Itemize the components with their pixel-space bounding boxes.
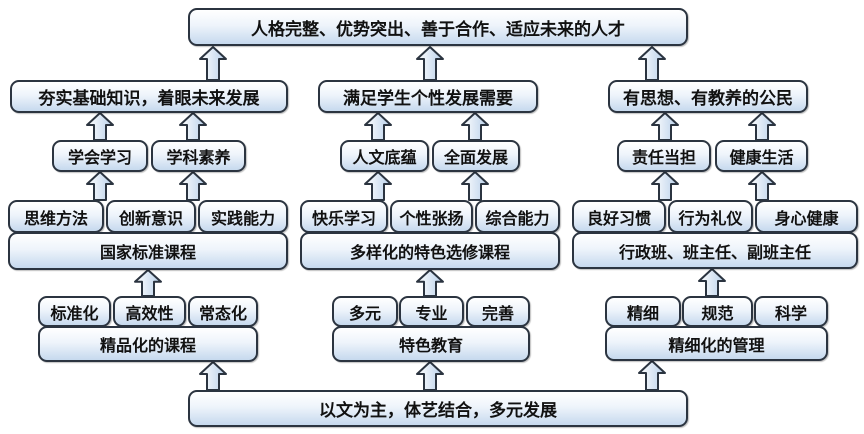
top-goal-box: 人格完整、优势突出、善于合作、适应未来的人才	[188, 8, 688, 46]
up-arrow-icon	[698, 268, 726, 297]
col2-ability-box: 个性张扬	[390, 200, 473, 233]
col3-base-box: 精细化的管理	[605, 326, 828, 361]
col1-trait-box: 学科素养	[151, 140, 246, 172]
col3-goal-box: 有思想、有教养的公民	[608, 80, 808, 113]
col2-feature-box: 完善	[466, 296, 530, 327]
col2-feature-box: 多元	[332, 296, 398, 327]
col2-program-box: 多样化的特色选修课程	[300, 232, 560, 270]
col1-feature-box: 高效性	[113, 296, 186, 327]
up-arrow-icon	[651, 112, 679, 141]
col2-ability-box: 快乐学习	[300, 200, 388, 233]
up-arrow-icon	[748, 171, 776, 201]
col1-program-box: 国家标准课程	[8, 232, 288, 270]
col3-feature-box: 科学	[754, 296, 828, 327]
col2-base-box: 特色教育	[332, 326, 530, 362]
up-arrow-icon	[638, 46, 666, 81]
up-arrow-icon	[179, 171, 207, 201]
col3-feature-box: 精细	[605, 296, 681, 327]
col3-trait-box: 责任当担	[617, 140, 711, 172]
up-arrow-icon	[86, 112, 114, 141]
col2-ability-box: 综合能力	[475, 200, 560, 233]
up-arrow-icon	[134, 269, 162, 297]
up-arrow-icon	[461, 112, 489, 141]
up-arrow-icon	[461, 171, 489, 201]
up-arrow-icon	[199, 361, 227, 391]
up-arrow-icon	[364, 171, 392, 201]
col1-feature-box: 标准化	[38, 296, 111, 327]
up-arrow-icon	[748, 112, 776, 141]
up-arrow-icon	[179, 112, 207, 141]
bottom-foundation-box: 以文为主，体艺结合，多元发展	[188, 390, 688, 427]
up-arrow-icon	[199, 46, 227, 81]
up-arrow-icon	[416, 361, 444, 391]
col1-feature-box: 常态化	[188, 296, 258, 327]
col2-goal-box: 满足学生个性发展需要	[318, 80, 538, 113]
col2-feature-box: 专业	[399, 296, 464, 327]
col3-trait-box: 健康生活	[715, 140, 808, 172]
col2-trait-box: 全面发展	[432, 140, 520, 172]
col1-ability-box: 实践能力	[198, 200, 288, 233]
col3-ability-box: 良好习惯	[572, 200, 666, 233]
up-arrow-icon	[651, 171, 679, 201]
col3-ability-box: 身心健康	[755, 200, 858, 233]
up-arrow-icon	[364, 112, 392, 141]
col1-ability-box: 创新意识	[106, 200, 196, 233]
up-arrow-icon	[638, 360, 666, 391]
up-arrow-icon	[416, 46, 444, 81]
col1-ability-box: 思维方法	[8, 200, 104, 233]
col2-trait-box: 人文底蕴	[340, 140, 429, 172]
up-arrow-icon	[86, 171, 114, 201]
col3-ability-box: 行为礼仪	[668, 200, 753, 233]
col3-feature-box: 规范	[682, 296, 753, 327]
up-arrow-icon	[416, 269, 444, 297]
col3-program-box: 行政班、班主任、副班主任	[572, 232, 858, 269]
col1-base-box: 精品化的课程	[38, 326, 258, 362]
col1-goal-box: 夯实基础知识，着眼未来发展	[10, 80, 288, 113]
col1-trait-box: 学会学习	[52, 140, 148, 172]
